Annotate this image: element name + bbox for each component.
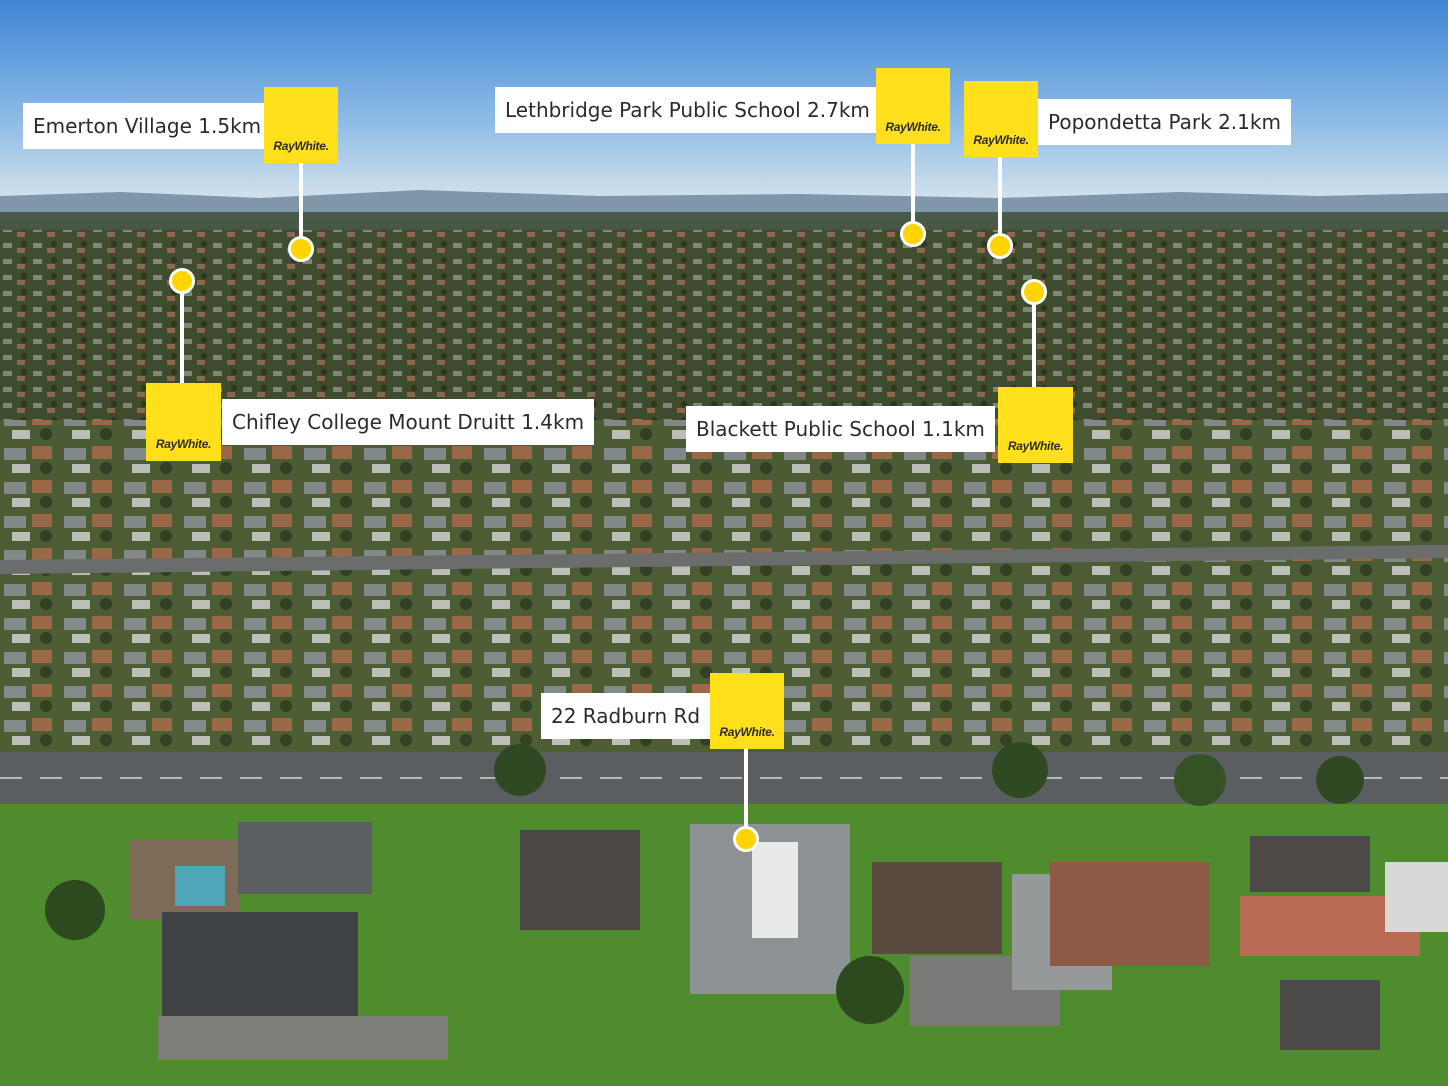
location-pin <box>1021 279 1047 305</box>
callout-label: Blackett Public School 1.1km <box>686 406 995 452</box>
ray-white-logo: RayWhite. <box>998 387 1073 463</box>
pin-stem <box>180 292 184 384</box>
pin-stem <box>998 157 1002 235</box>
location-pin <box>900 221 926 247</box>
ray-white-logo: RayWhite. <box>146 383 221 461</box>
callout-label: 22 Radburn Rd <box>541 693 711 739</box>
callout-label: Emerton Village 1.5km <box>23 103 272 149</box>
ray-white-logo: RayWhite. <box>876 68 950 144</box>
pin-stem <box>744 749 748 829</box>
callout-label: Lethbridge Park Public School 2.7km <box>495 87 880 133</box>
logo-text: RayWhite. <box>719 725 775 739</box>
logo-text: RayWhite. <box>885 120 941 134</box>
logo-text: RayWhite. <box>1007 439 1064 453</box>
logo-text: RayWhite. <box>273 139 329 153</box>
ray-white-logo: RayWhite. <box>710 673 784 749</box>
ray-white-logo: RayWhite. <box>964 81 1038 157</box>
ray-white-logo: RayWhite. <box>264 87 338 163</box>
location-pin <box>733 826 759 852</box>
callout-label: Popondetta Park 2.1km <box>1038 99 1291 145</box>
pin-stem <box>1032 303 1036 389</box>
location-pin <box>987 233 1013 259</box>
location-pin <box>169 268 195 294</box>
pin-stem <box>911 144 915 224</box>
callout-label: Chifley College Mount Druitt 1.4km <box>222 399 595 445</box>
logo-text: RayWhite. <box>155 437 212 451</box>
logo-text: RayWhite. <box>973 133 1029 147</box>
pin-stem <box>299 163 303 239</box>
location-pin <box>288 236 314 262</box>
